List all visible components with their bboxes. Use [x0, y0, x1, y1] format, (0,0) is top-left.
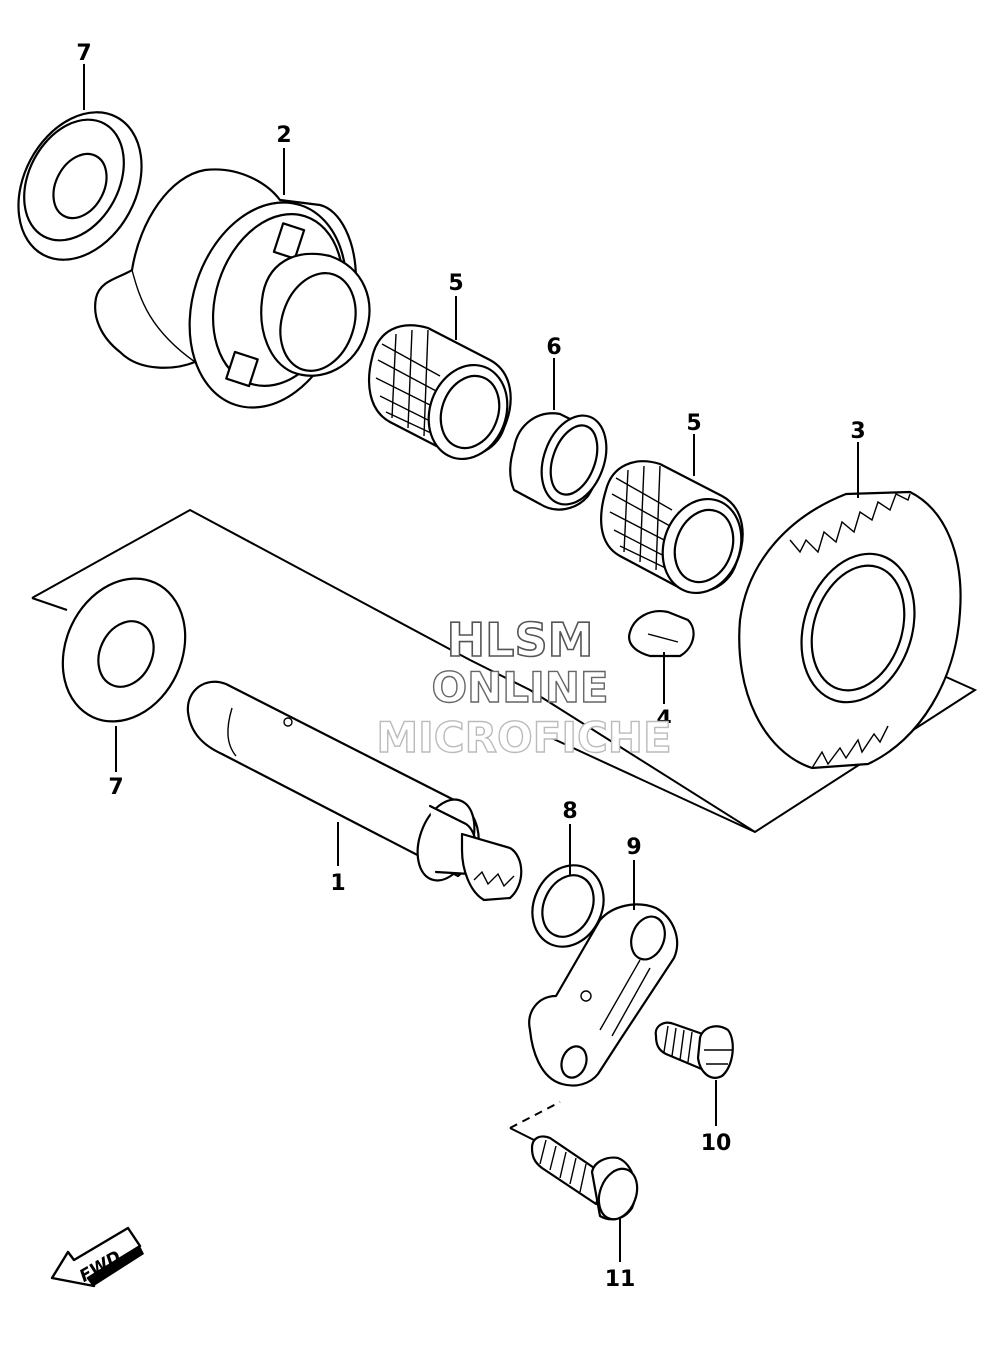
callout-6: 6 [546, 335, 561, 360]
oil-seal-top[interactable] [0, 91, 166, 281]
callout-3: 3 [850, 419, 865, 444]
callout-5-lower: 5 [686, 411, 701, 436]
washer[interactable] [519, 854, 616, 959]
kick-starter-shaft[interactable] [186, 680, 523, 902]
callout-1: 1 [330, 871, 345, 896]
callout-9: 9 [626, 835, 641, 860]
callout-8: 8 [562, 799, 577, 824]
watermark-line1: HLSM [447, 613, 594, 667]
callout-10: 10 [701, 1131, 732, 1156]
callout-7-bottom: 7 [108, 775, 123, 800]
bolt-small[interactable] [654, 1021, 734, 1079]
leader-lines [83, 64, 859, 1262]
fwd-arrow-icon: FWD [50, 1226, 144, 1288]
kick-lever[interactable] [528, 903, 679, 1087]
flange-bolt[interactable] [530, 1135, 644, 1224]
callout-5-upper: 5 [448, 271, 463, 296]
watermark: HLSM ONLINE MICROFICHE [376, 612, 673, 763]
watermark-line3: MICROFICHE [376, 713, 671, 762]
needle-bearing-lower[interactable] [600, 460, 754, 604]
callout-11: 11 [605, 1267, 636, 1292]
kick-driven-gear[interactable] [738, 490, 962, 770]
spacer-collar[interactable] [509, 407, 618, 514]
callout-labels: 7 2 5 6 5 3 4 7 1 8 9 10 11 [76, 41, 865, 1292]
oil-seal-bottom[interactable] [40, 558, 208, 741]
needle-bearing-upper[interactable] [368, 324, 520, 470]
stopper-key[interactable] [628, 610, 695, 658]
callout-7-top: 7 [76, 41, 91, 66]
callout-2: 2 [276, 123, 291, 148]
callout-4: 4 [656, 707, 671, 732]
kick-guide-housing[interactable] [94, 168, 372, 428]
watermark-line2: ONLINE [431, 663, 608, 712]
